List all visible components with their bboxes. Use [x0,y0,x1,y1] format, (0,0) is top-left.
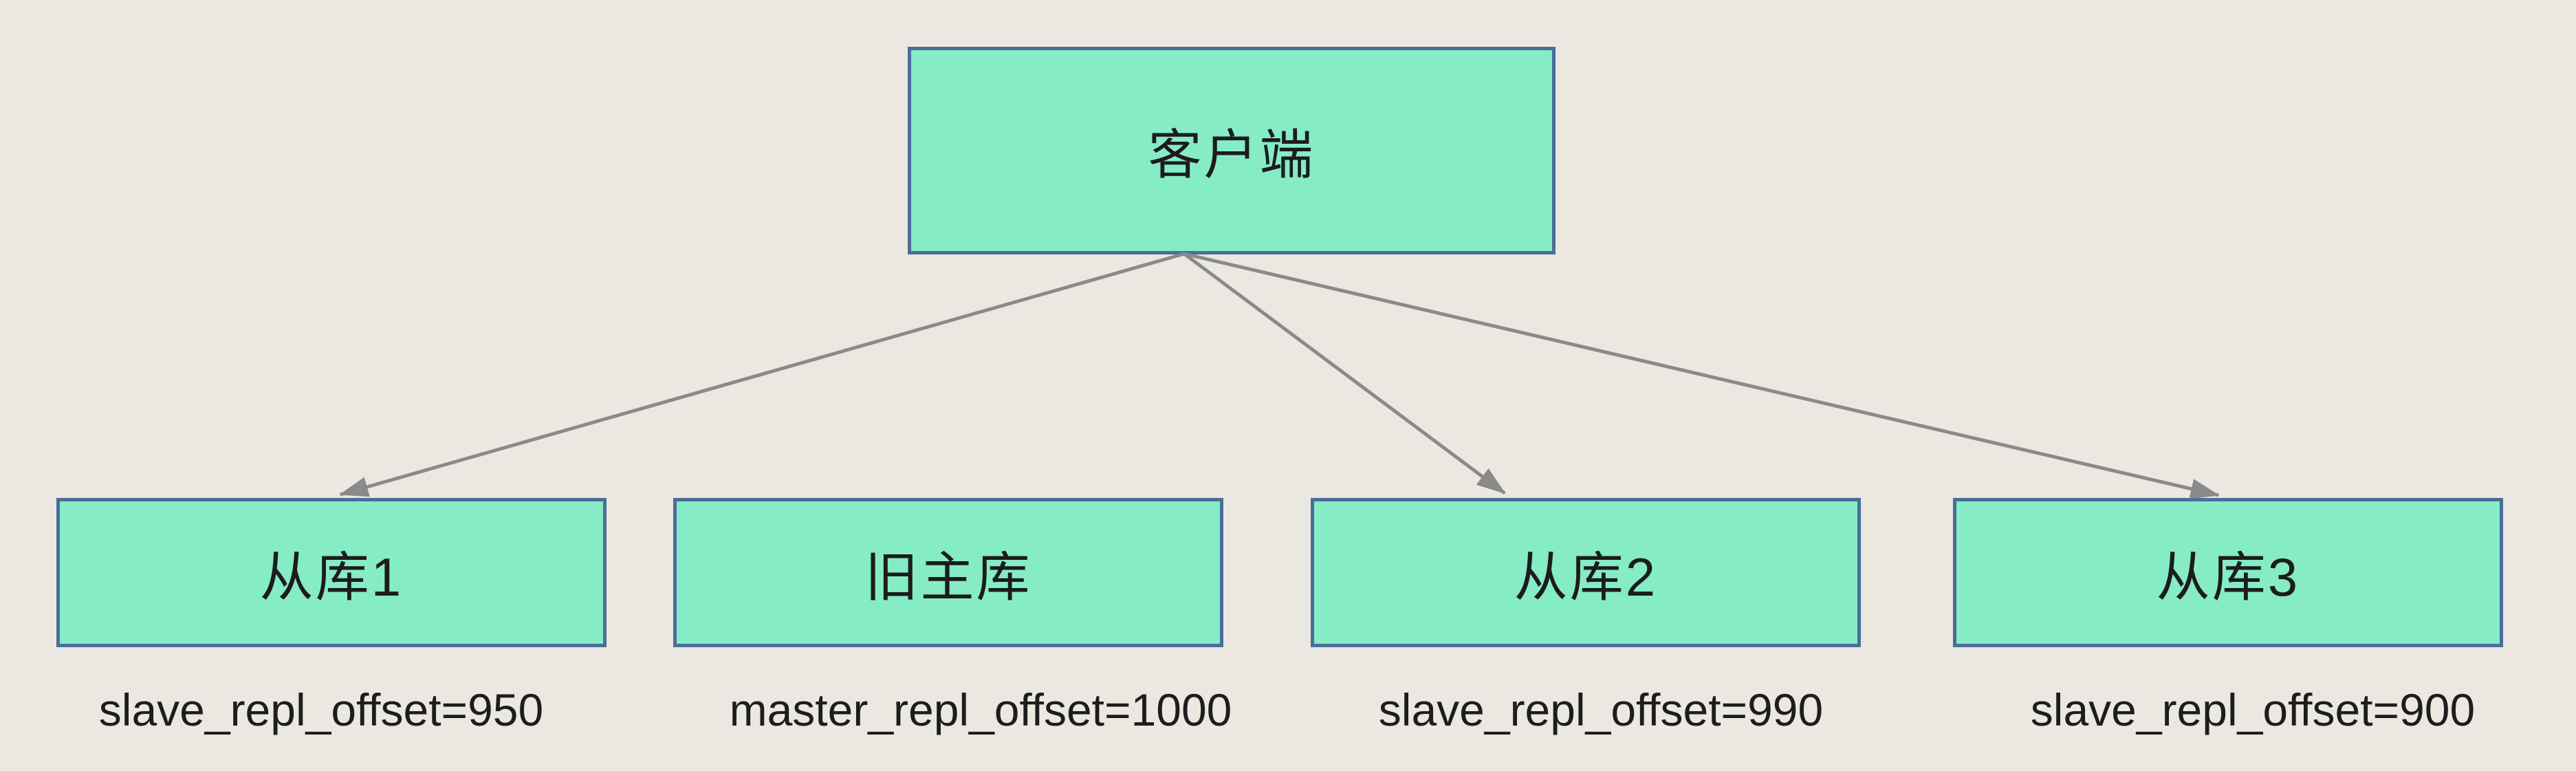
slave2-offset-label: slave_repl_offset=990 [1378,684,1824,735]
old-master-node-label: 旧主库 [864,546,1032,607]
slave2-node-label: 从库2 [1514,546,1658,607]
slave3-offset-label: slave_repl_offset=900 [2030,684,2476,735]
slave2-node: 从库2 [1311,498,1861,647]
slave1-node-label: 从库1 [259,546,404,607]
slave3-node-label: 从库3 [2156,546,2300,607]
old-master-node: 旧主库 [673,498,1223,647]
arrow-client-to-slave3 [1183,252,2220,499]
slave1-offset-label: slave_repl_offset=950 [98,684,544,735]
client-node-label: 客户端 [1148,124,1316,185]
arrow-client-to-slave2 [1183,252,1506,495]
slave3-node: 从库3 [1953,498,2503,647]
slave1-node: 从库1 [56,498,607,647]
arrow-client-to-slave1 [338,252,1185,497]
old-master-offset-label: master_repl_offset=1000 [729,684,1232,735]
client-node: 客户端 [908,47,1556,254]
